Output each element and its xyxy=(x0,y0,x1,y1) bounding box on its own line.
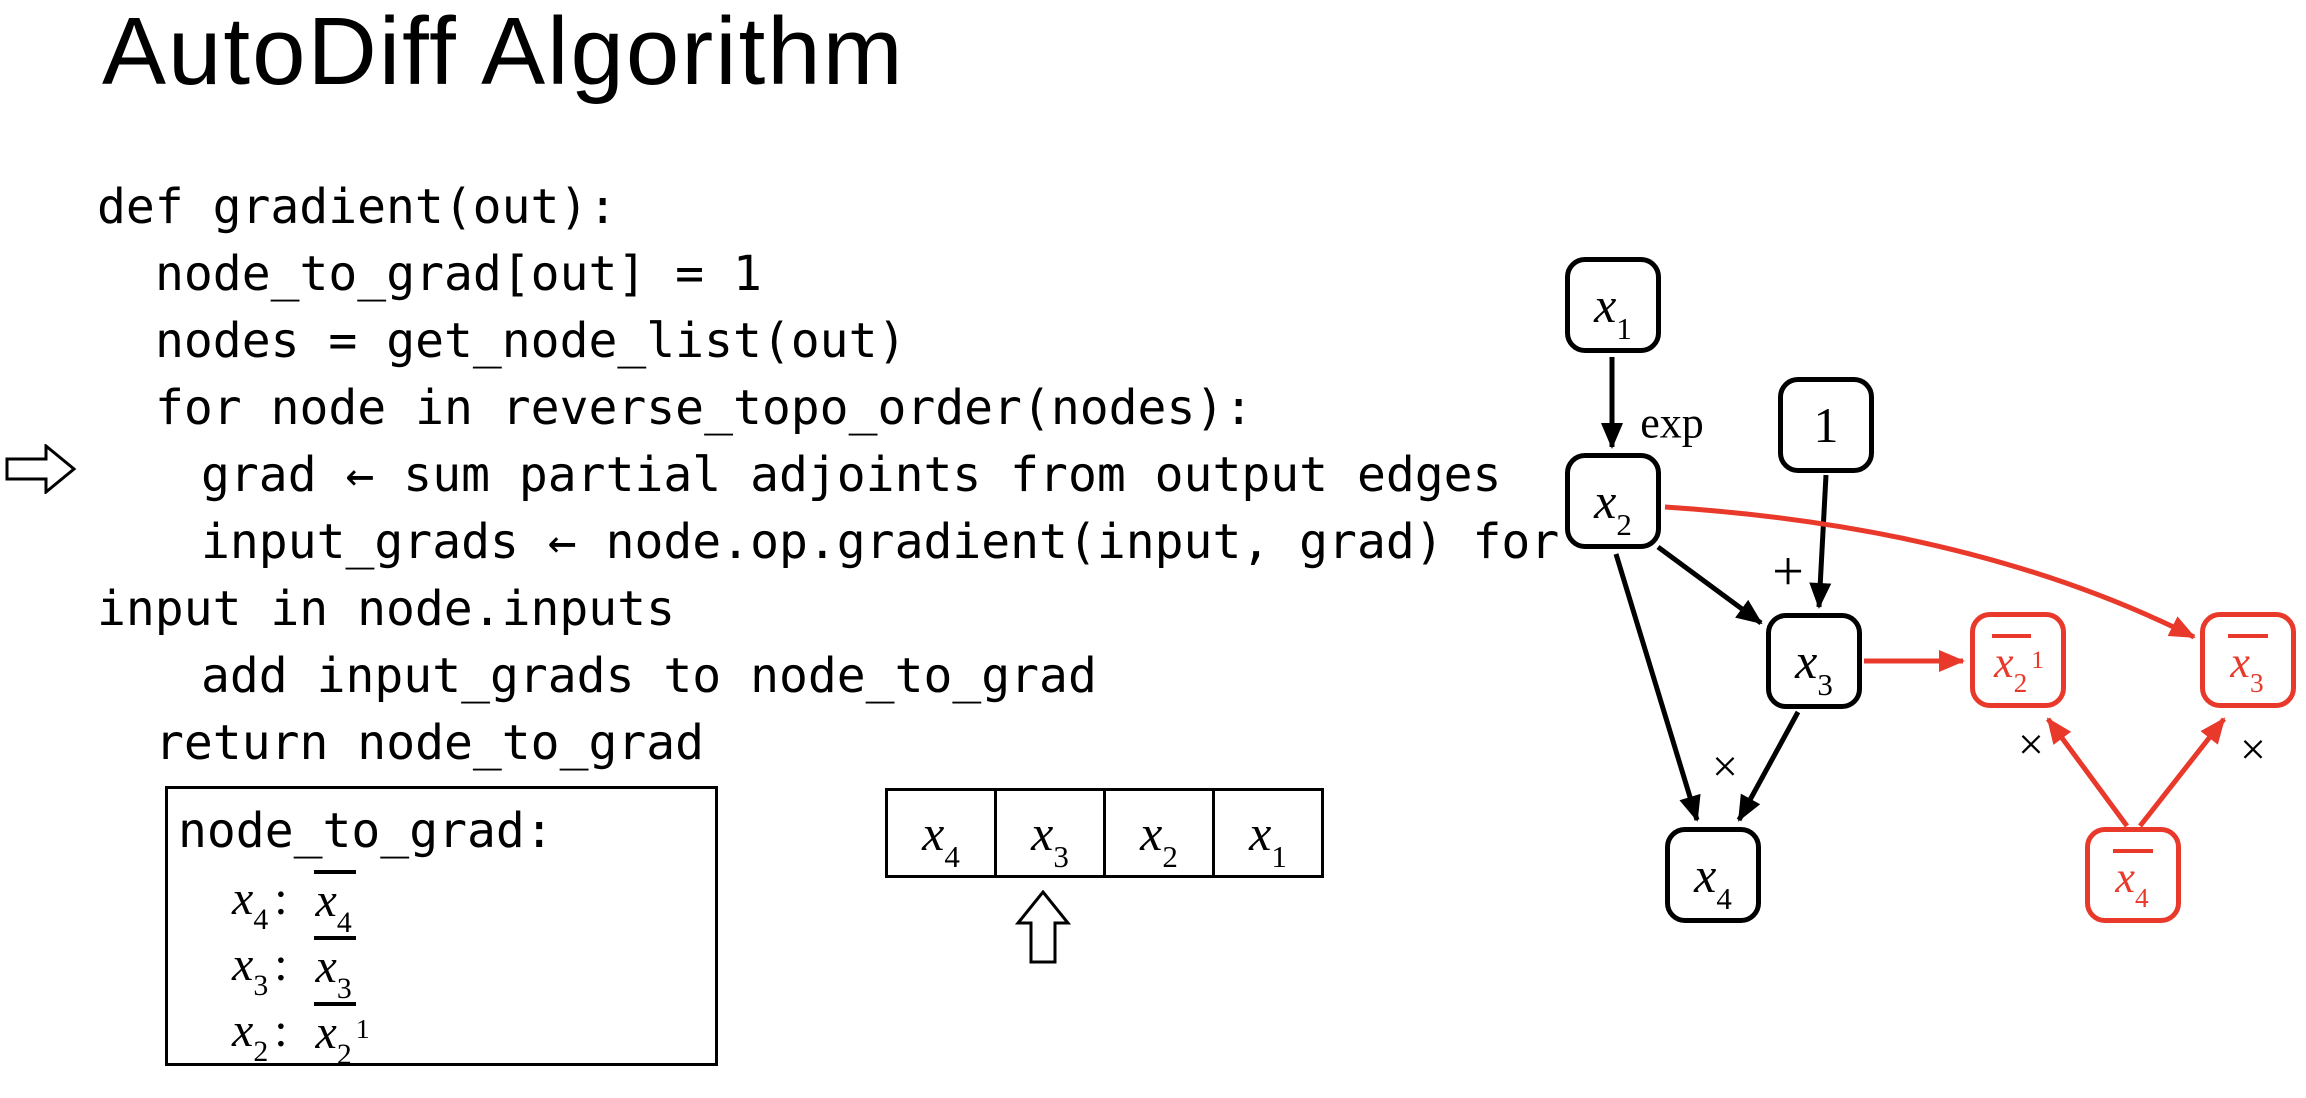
edge-label-times: × xyxy=(1712,740,1738,792)
graph-node-xbar4: x4 xyxy=(2085,827,2181,923)
memo-value-adjoint: x3 xyxy=(313,935,356,1003)
memo-key: x4 xyxy=(232,871,269,937)
edge-x2-x3 xyxy=(1656,544,1763,626)
memo-entry-x3: x3:x3 xyxy=(232,931,370,1003)
graph-node-one: 1 xyxy=(1778,377,1874,473)
memo-value-adjoint: x2 xyxy=(313,1001,356,1069)
edge-label-times: × xyxy=(2240,723,2266,775)
memo-key: x3 xyxy=(232,937,269,1003)
page-title: AutoDiff Algorithm xyxy=(102,0,905,105)
code-line: add input_grads to node_to_grad xyxy=(201,648,1097,704)
edge-label-exp: exp xyxy=(1640,398,1704,448)
graph-node-x1: x1 xyxy=(1565,257,1661,353)
edge-x2-x4 xyxy=(1613,553,1701,822)
code-line: for node in reverse_topo_order(nodes): xyxy=(155,380,1254,436)
code-line: input_grads ← node.op.gradient(input, gr… xyxy=(201,514,1560,570)
edge-label-times: × xyxy=(2018,718,2044,770)
code-line: node_to_grad[out] = 1 xyxy=(155,246,762,302)
edge-xbar4-xbar2 xyxy=(2045,717,2130,828)
edge-label-plus: + xyxy=(1772,541,1804,603)
edge-xbar4-xbar3 xyxy=(2138,717,2226,828)
tape-pointer-arrow-icon xyxy=(1014,889,1072,969)
memo-key: x2 xyxy=(232,1003,269,1069)
edge-one-x3 xyxy=(1809,474,1832,609)
graph-node-x2: x2 xyxy=(1565,453,1661,549)
tape-cell-x2: x2 xyxy=(1103,791,1212,875)
tape-cell-x3: x3 xyxy=(994,791,1103,875)
tape-cell-x1: x1 xyxy=(1212,791,1321,875)
tape-cell-x4: x4 xyxy=(922,805,960,874)
code-line: def gradient(out): xyxy=(97,179,618,235)
code-line: nodes = get_node_list(out) xyxy=(155,313,907,369)
memo-title: node_to_grad: xyxy=(178,803,554,859)
code-block: def gradient(out): node_to_grad[out] = 1… xyxy=(97,174,1559,777)
current-line-arrow-icon xyxy=(5,442,77,499)
graph-node-x3: x3 xyxy=(1766,613,1862,709)
edge-x2-xbar3 xyxy=(1664,504,2196,640)
code-line-current: grad ← sum partial adjoints from output … xyxy=(201,447,1502,503)
graph-node-x4: x4 xyxy=(1665,827,1761,923)
code-line: input in node.inputs xyxy=(97,581,675,637)
code-line: return node_to_grad xyxy=(155,715,705,771)
node-tape: x4 x3 x2 x1 xyxy=(885,788,1324,878)
edge-x3-x4 xyxy=(1736,710,1801,822)
graph-node-xbar3: x3 xyxy=(2200,612,2296,708)
memo-entry-x4: x4:x4 xyxy=(232,865,370,937)
memo-value-adjoint: x4 xyxy=(313,869,356,937)
